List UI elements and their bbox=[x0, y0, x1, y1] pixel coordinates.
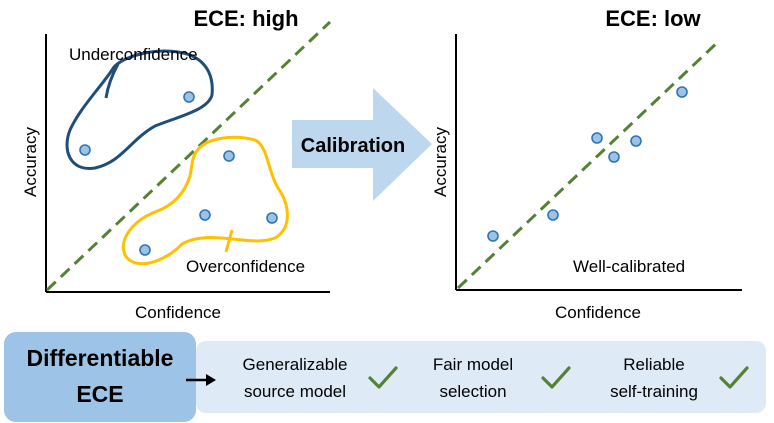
data-point bbox=[608, 151, 620, 163]
right-y-label: Accuracy bbox=[431, 127, 450, 197]
left-panel: ECE: high Underconfidence Overconfidence… bbox=[21, 6, 332, 322]
benefit-reliable-self-training: Reliable self-training bbox=[610, 355, 749, 401]
ece-label-line1: Differentiable bbox=[27, 345, 174, 371]
check-icon bbox=[719, 366, 749, 389]
data-point bbox=[183, 91, 195, 103]
benefit-line1: Fair model bbox=[433, 355, 513, 374]
benefit-line2: self-training bbox=[610, 382, 698, 401]
well-calibrated-label: Well-calibrated bbox=[573, 257, 685, 276]
benefit-line2: selection bbox=[439, 382, 506, 401]
right-x-label: Confidence bbox=[555, 303, 641, 322]
data-point bbox=[266, 212, 278, 224]
overconfidence-label: Overconfidence bbox=[186, 257, 305, 276]
arrow-shape bbox=[292, 88, 432, 201]
benefit-line2: source model bbox=[244, 382, 346, 401]
right-panel: ECE: low Well-calibrated Confidence Accu… bbox=[431, 6, 742, 322]
benefit-line1: Reliable bbox=[623, 355, 684, 374]
left-panel-title: ECE: high bbox=[193, 6, 298, 31]
data-point bbox=[199, 209, 211, 221]
benefit-line1: Generalizable bbox=[243, 355, 348, 374]
underconfidence-label: Underconfidence bbox=[69, 45, 198, 64]
left-diagonal bbox=[45, 20, 332, 292]
data-point bbox=[630, 135, 642, 147]
bottom-section: Differentiable ECE Generalizable source … bbox=[4, 332, 766, 422]
data-point bbox=[676, 86, 688, 98]
left-y-label: Accuracy bbox=[21, 127, 40, 197]
right-arrow-icon bbox=[186, 374, 216, 386]
data-point bbox=[547, 209, 559, 221]
check-icon bbox=[541, 366, 571, 389]
right-diagonal bbox=[456, 38, 722, 290]
overconfidence-pointer bbox=[224, 229, 234, 253]
underconfidence-region bbox=[65, 49, 214, 170]
differentiable-ece-box bbox=[4, 332, 196, 422]
left-x-label: Confidence bbox=[135, 303, 221, 322]
benefit-generalizable: Generalizable source model bbox=[243, 355, 398, 401]
overconfidence-region bbox=[122, 135, 289, 266]
arrow-label: Calibration bbox=[301, 135, 405, 157]
data-point bbox=[79, 144, 91, 156]
benefit-fair-model-selection: Fair model selection bbox=[433, 355, 571, 401]
calibration-arrow: Calibration bbox=[292, 88, 432, 201]
data-point bbox=[223, 150, 235, 162]
check-icon bbox=[368, 366, 398, 389]
data-point bbox=[139, 244, 151, 256]
right-panel-title: ECE: low bbox=[605, 6, 701, 31]
benefits-band bbox=[196, 341, 766, 413]
underconfidence-pointer bbox=[104, 63, 120, 99]
data-point bbox=[591, 132, 603, 144]
ece-label-line2: ECE bbox=[76, 381, 123, 407]
data-point bbox=[487, 230, 499, 242]
